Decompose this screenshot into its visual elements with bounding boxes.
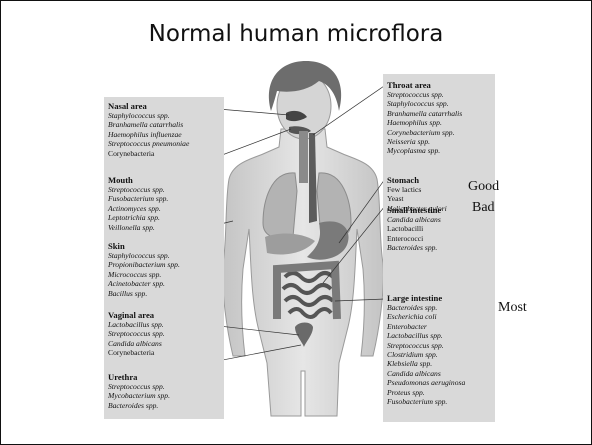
right-group-3: Large intestineBacteroides spp.Escherich… bbox=[387, 293, 465, 406]
organism-item: Fusobacterium spp. bbox=[108, 194, 168, 203]
organism-item: Lactobacillus spp. bbox=[108, 320, 165, 329]
organism-item: Candida albicans bbox=[387, 215, 441, 224]
callout-most: Most bbox=[498, 300, 527, 316]
group-title: Mouth bbox=[108, 175, 168, 185]
callout-good: Good bbox=[468, 179, 499, 195]
organism-item: Candida albicans bbox=[108, 339, 165, 348]
group-title: Large intestine bbox=[387, 293, 465, 303]
organism-item: Yeast bbox=[387, 194, 447, 203]
organism-item: Staphylococcus spp. bbox=[108, 111, 189, 120]
organism-item: Streptococcus spp. bbox=[387, 341, 465, 350]
organism-item: Branhamella catarrhalis bbox=[387, 109, 462, 118]
organism-item: Propionibacterium spp. bbox=[108, 260, 180, 269]
organism-item: Corynebacteria bbox=[108, 348, 165, 357]
organism-item: Staphylococcus spp. bbox=[108, 251, 180, 260]
organism-item: Fusobacterium spp. bbox=[387, 397, 465, 406]
right-group-0: Throat areaStreptococcus spp.Staphylococ… bbox=[387, 80, 462, 156]
group-title: Nasal area bbox=[108, 101, 189, 111]
organism-item: Enterobacter bbox=[387, 322, 465, 331]
group-title: Urethra bbox=[108, 372, 170, 382]
organism-item: Few lactics bbox=[387, 185, 447, 194]
organism-item: Streptococcus spp. bbox=[108, 329, 165, 338]
organism-item: Bacillus spp. bbox=[108, 289, 180, 298]
group-title: Stomach bbox=[387, 175, 447, 185]
organism-item: Acinetobacter spp. bbox=[108, 279, 180, 288]
organism-item: Mycobacterium spp. bbox=[108, 391, 170, 400]
organism-item: Proteus spp. bbox=[387, 388, 465, 397]
organism-item: Streptococcus spp. bbox=[108, 382, 170, 391]
organism-item: Corynebacterium spp. bbox=[387, 128, 462, 137]
organism-item: Streptococcus spp. bbox=[108, 185, 168, 194]
organism-item: Lactobacilli bbox=[387, 224, 441, 233]
organism-item: Streptococcus spp. bbox=[387, 90, 462, 99]
organism-item: Leptotrichia spp. bbox=[108, 213, 168, 222]
group-title: Small intestine bbox=[387, 205, 441, 215]
organism-item: Lactobacillus spp. bbox=[387, 331, 465, 340]
organism-item: Haemophilus influenzae bbox=[108, 130, 189, 139]
left-group-4: UrethraStreptococcus spp.Mycobacterium s… bbox=[108, 372, 170, 410]
organism-item: Actinomyces spp. bbox=[108, 204, 168, 213]
group-title: Skin bbox=[108, 241, 180, 251]
organism-item: Haemophilus spp. bbox=[387, 118, 462, 127]
organism-item: Streptococcus pneumoniae bbox=[108, 139, 189, 148]
organism-item: Klebsiella spp. bbox=[387, 359, 465, 368]
right-flora-panel: Throat areaStreptococcus spp.Staphylococ… bbox=[383, 74, 495, 422]
group-title: Throat area bbox=[387, 80, 462, 90]
organism-item: Escherichia coli bbox=[387, 312, 465, 321]
organism-item: Clostridium spp. bbox=[387, 350, 465, 359]
organism-item: Bacteroides spp. bbox=[387, 303, 465, 312]
left-flora-panel: Nasal areaStaphylococcus spp.Branhamella… bbox=[104, 97, 224, 419]
left-group-1: MouthStreptococcus spp.Fusobacterium spp… bbox=[108, 175, 168, 232]
organism-item: Micrococcus spp. bbox=[108, 270, 180, 279]
left-group-2: SkinStaphylococcus spp.Propionibacterium… bbox=[108, 241, 180, 298]
left-group-0: Nasal areaStaphylococcus spp.Branhamella… bbox=[108, 101, 189, 158]
organism-item: Branhamella catarrhalis bbox=[108, 120, 189, 129]
organism-item: Mycoplasma spp. bbox=[387, 146, 462, 155]
organism-item: Pseudomonas aeruginosa bbox=[387, 378, 465, 387]
organism-item: Enterococci bbox=[387, 234, 441, 243]
right-group-2: Small intestineCandida albicansLactobaci… bbox=[387, 205, 441, 253]
organism-item: Candida albicans bbox=[387, 369, 465, 378]
organism-item: Corynebacteria bbox=[108, 149, 189, 158]
organism-item: Staphylococcus spp. bbox=[387, 99, 462, 108]
group-title: Vaginal area bbox=[108, 310, 165, 320]
organism-item: Bacteroides spp. bbox=[108, 401, 170, 410]
left-group-3: Vaginal areaLactobacillus spp.Streptococ… bbox=[108, 310, 165, 358]
callout-bad: Bad bbox=[472, 200, 495, 216]
trachea bbox=[299, 131, 308, 183]
organism-item: Bacteroides spp. bbox=[387, 243, 441, 252]
organism-item: Veillonella spp. bbox=[108, 223, 168, 232]
organism-item: Neisseria spp. bbox=[387, 137, 462, 146]
